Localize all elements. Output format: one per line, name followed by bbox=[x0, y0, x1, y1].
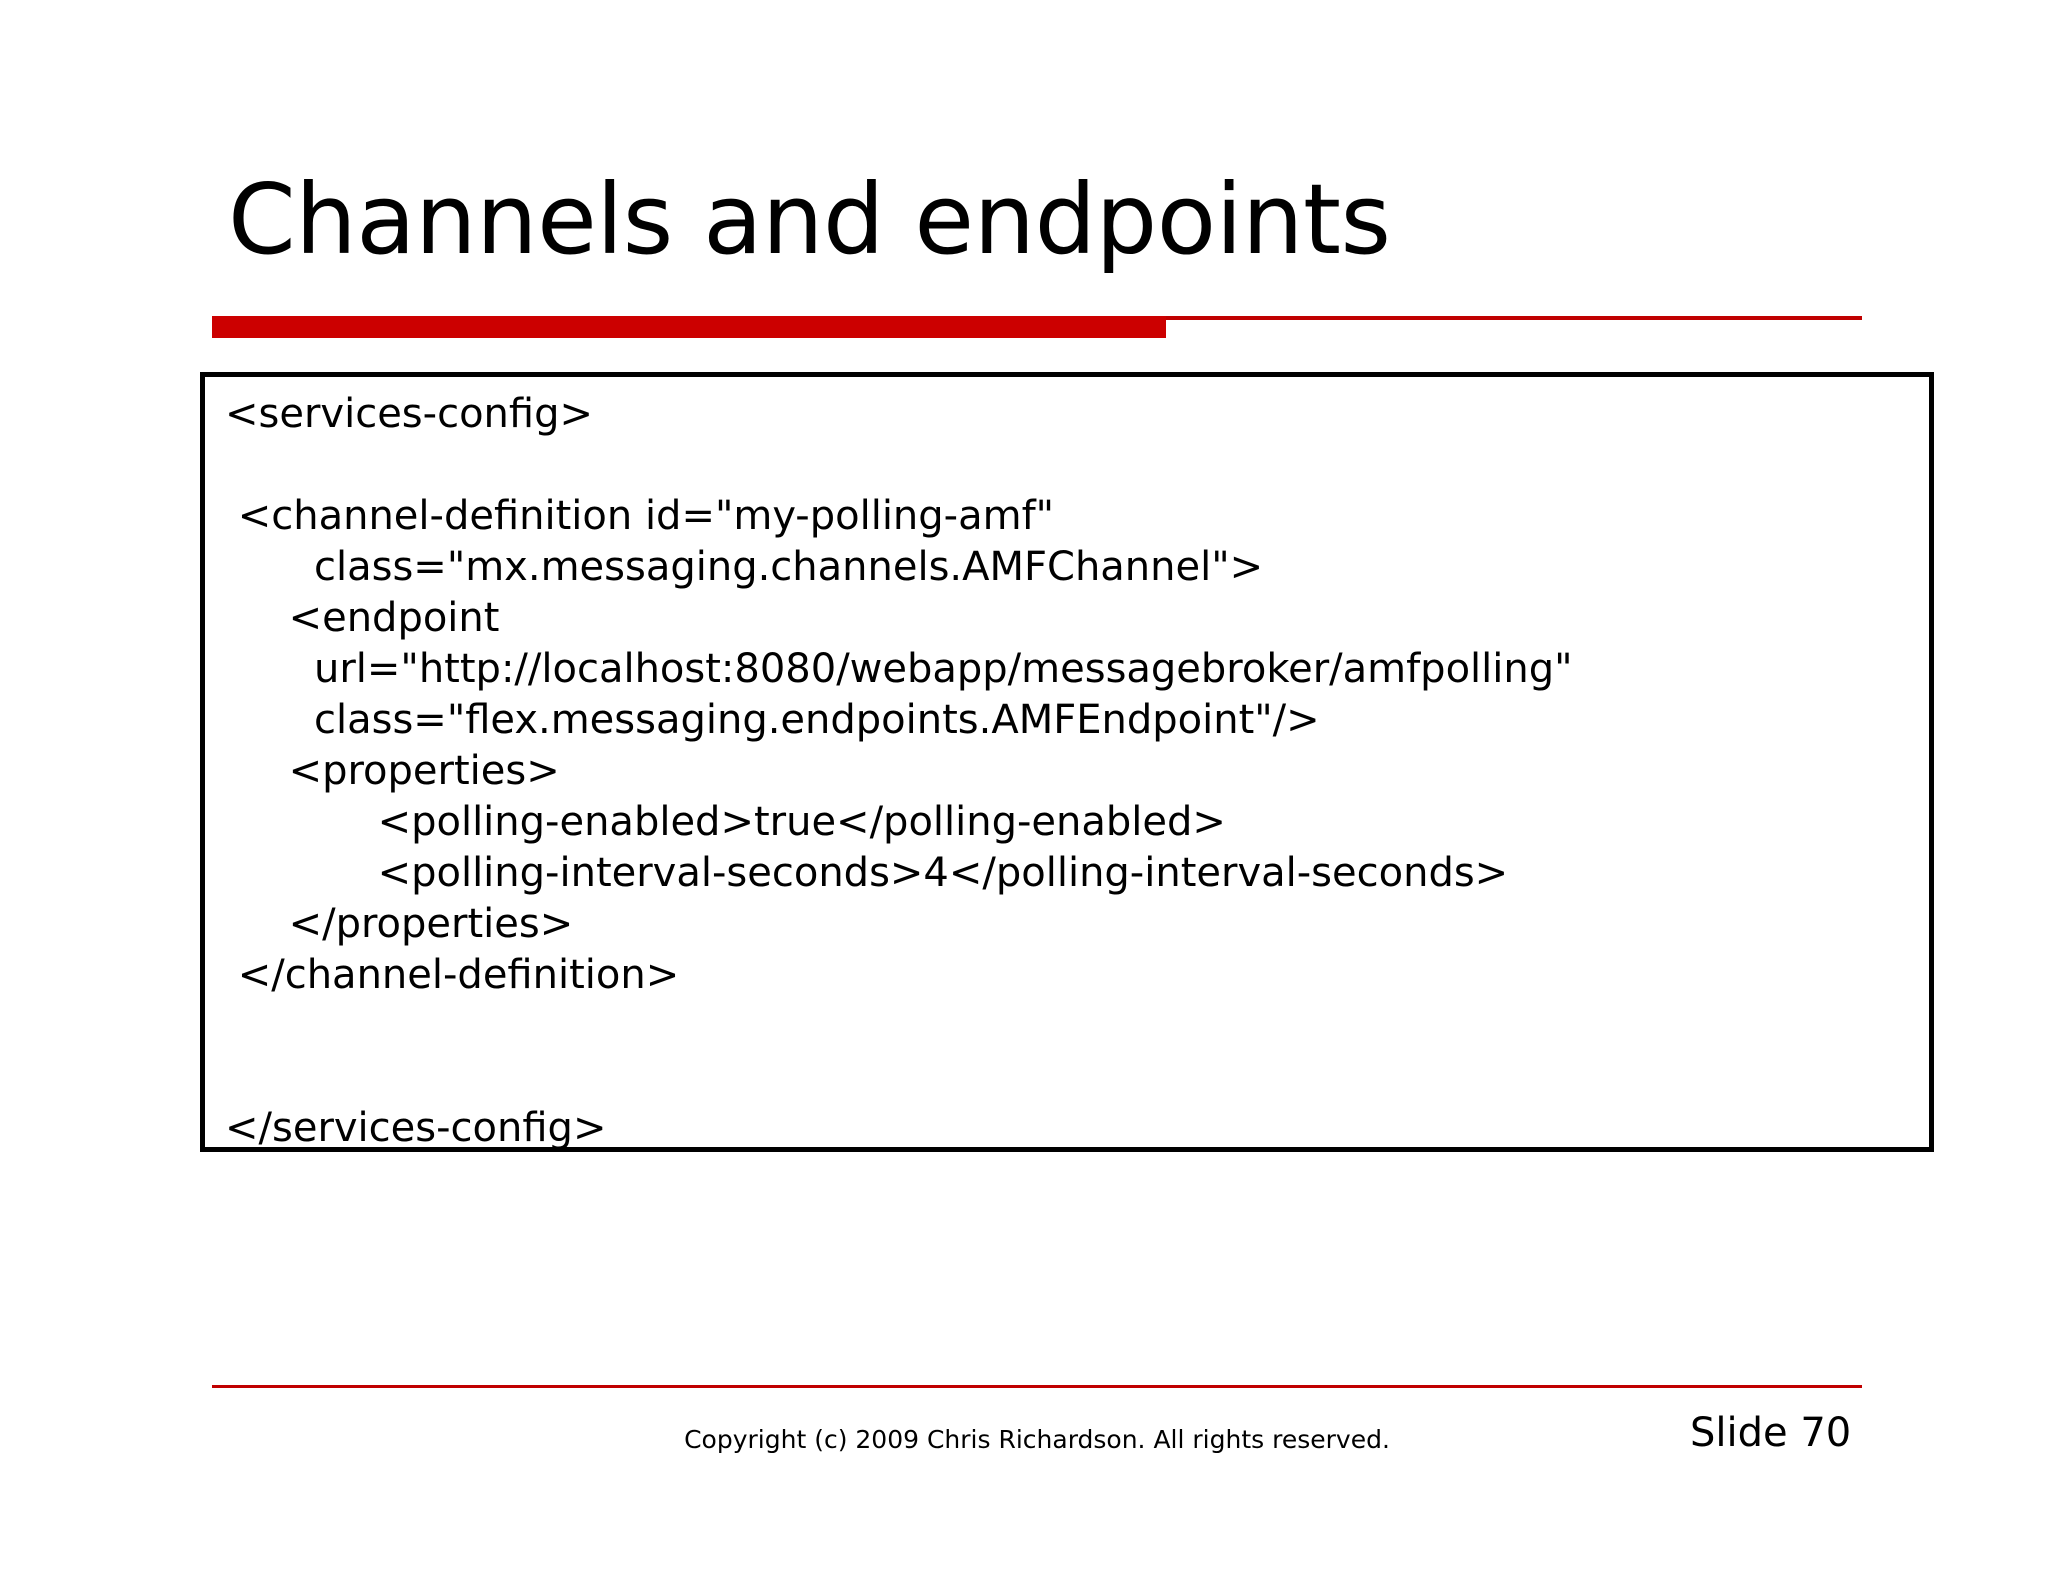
code-line: <properties> bbox=[225, 748, 560, 794]
footer-divider bbox=[212, 1385, 1862, 1388]
code-line: <services-config> bbox=[225, 391, 593, 437]
code-line: class="mx.messaging.channels.AMFChannel"… bbox=[225, 544, 1264, 590]
copyright-notice: Copyright (c) 2009 Chris Richardson. All… bbox=[684, 1425, 1390, 1454]
title-underline-thick bbox=[212, 316, 1166, 338]
code-line: </services-config> bbox=[225, 1105, 607, 1151]
code-line: <polling-interval-seconds>4</polling-int… bbox=[225, 850, 1509, 896]
code-line bbox=[225, 1052, 1921, 1103]
code-line: <channel-definition id="my-polling-amf" bbox=[225, 493, 1055, 539]
code-line: <polling-enabled>true</polling-enabled> bbox=[225, 799, 1226, 845]
code-line: </properties> bbox=[225, 901, 574, 947]
code-line: class="flex.messaging.endpoints.AMFEndpo… bbox=[225, 697, 1320, 743]
code-line bbox=[225, 1001, 1921, 1052]
code-block-text: <services-config> <channel-definition id… bbox=[225, 389, 1921, 1154]
slide-number: Slide 70 bbox=[1690, 1410, 1852, 1456]
code-line: url="http://localhost:8080/webapp/messag… bbox=[225, 646, 1573, 692]
page-title: Channels and endpoints bbox=[228, 163, 1391, 276]
code-line bbox=[225, 440, 1921, 491]
code-line: <endpoint bbox=[225, 595, 500, 641]
code-block-container: <services-config> <channel-definition id… bbox=[200, 372, 1934, 1152]
code-line: </channel-definition> bbox=[225, 952, 680, 998]
